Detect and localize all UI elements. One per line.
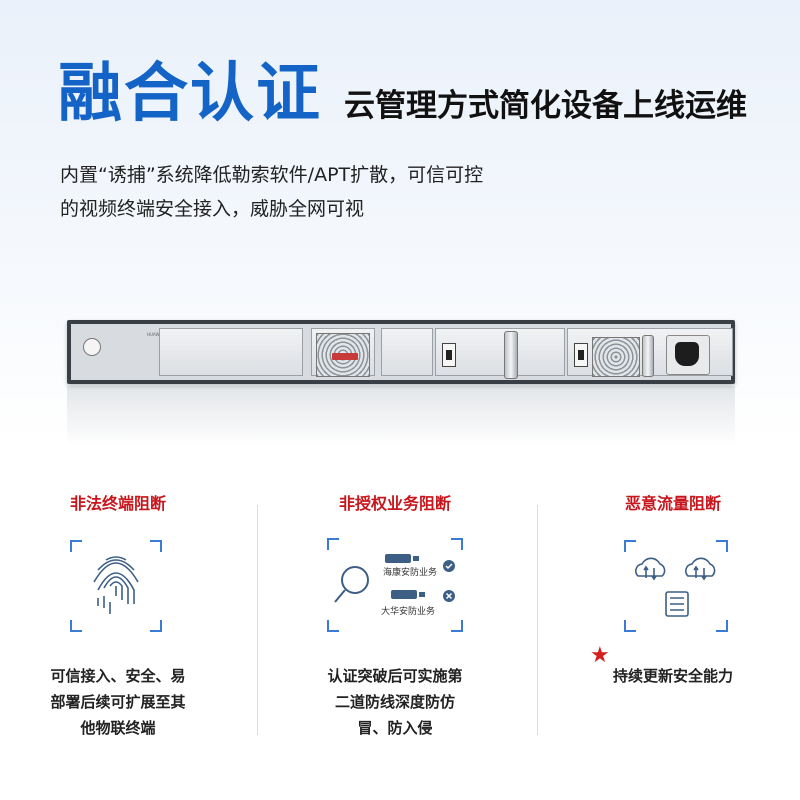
fingerprint-icon: [93, 556, 139, 614]
latch-icon: [442, 343, 456, 367]
star-icon: ★: [590, 643, 610, 668]
dahua-label: 大华安防业务: [381, 605, 435, 617]
feature-illegal-terminal: 非法终端阻断 可信接入、安全、易 部署后续可扩展至其 他物联终端: [0, 490, 248, 737]
power-module-slot: [435, 328, 565, 379]
psu-fan-grille-icon: [592, 337, 640, 377]
feature-body-line: 可信接入、安全、易: [50, 667, 186, 685]
feature-body: 认证突破后可实施第 二道防线深度防仿 冒、防入侵: [265, 663, 525, 741]
blank-panel: [159, 328, 303, 376]
description-line: 内置“诱捕”系统降低勒索软件/APT扩散，可信可控: [60, 164, 484, 186]
module-handle: [504, 331, 518, 379]
fingerprint-frame: [70, 540, 162, 632]
cloud-traffic-icon: [635, 557, 716, 617]
feature-body: 持续更新安全能力: [543, 663, 800, 689]
page-title: 融合认证: [58, 57, 322, 131]
switch-device-image: HUAWEI: [67, 320, 735, 384]
feature-body-line: 二道防线深度防仿: [334, 693, 455, 711]
power-supply-module: [567, 328, 733, 377]
device-brand: HUAWEI: [147, 332, 164, 337]
column-divider: [257, 505, 258, 735]
description-line: 的视频终端安全接入，威胁全网可视: [60, 198, 365, 220]
camera-frame: 海康安防业务 大华安防业务: [327, 538, 463, 632]
feature-body-line: 认证突破后可实施第: [327, 667, 463, 685]
power-socket-icon: [666, 335, 710, 375]
feature-title: 非授权业务阻断: [338, 494, 451, 513]
feature-unauthorized-service: 非授权业务阻断 认证突破后可实施第 二道防线深度防仿 冒、防入侵: [265, 490, 525, 737]
feature-body-line: 冒、防入侵: [357, 719, 433, 737]
traffic-frame: [624, 540, 728, 632]
description: 内置“诱捕”系统降低勒索软件/APT扩散，可信可控 的视频终端安全接入，威胁全网…: [60, 158, 660, 226]
page-subtitle: 云管理方式简化设备上线运维: [344, 88, 747, 124]
device-rear-face: HUAWEI: [71, 324, 733, 380]
hik-label: 海康安防业务: [383, 566, 437, 578]
blank-panel: [381, 328, 433, 376]
feature-body-line: 部署后续可扩展至其: [50, 693, 186, 711]
headline: 融合认证 云管理方式简化设备上线运维: [58, 62, 747, 126]
fan-module: [311, 328, 375, 377]
feature-malicious-traffic: 恶意流量阻断 持续更新安全能力: [543, 490, 800, 685]
column-divider: [537, 505, 538, 735]
feature-title: 非法终端阻断: [69, 494, 166, 513]
ground-port-icon: [83, 338, 101, 356]
camera-inspect-icon: 海康安防业务 大华安防业务: [334, 554, 455, 617]
feature-body-line: 持续更新安全能力: [612, 667, 733, 685]
feature-body-line: 他物联终端: [80, 719, 156, 737]
feature-title: 恶意流量阻断: [624, 494, 721, 513]
feature-body: 可信接入、安全、易 部署后续可扩展至其 他物联终端: [0, 663, 248, 741]
latch-icon: [574, 343, 588, 367]
device-reflection: [67, 386, 735, 446]
fan-warning-label: [332, 353, 358, 360]
psu-handle: [642, 335, 654, 377]
